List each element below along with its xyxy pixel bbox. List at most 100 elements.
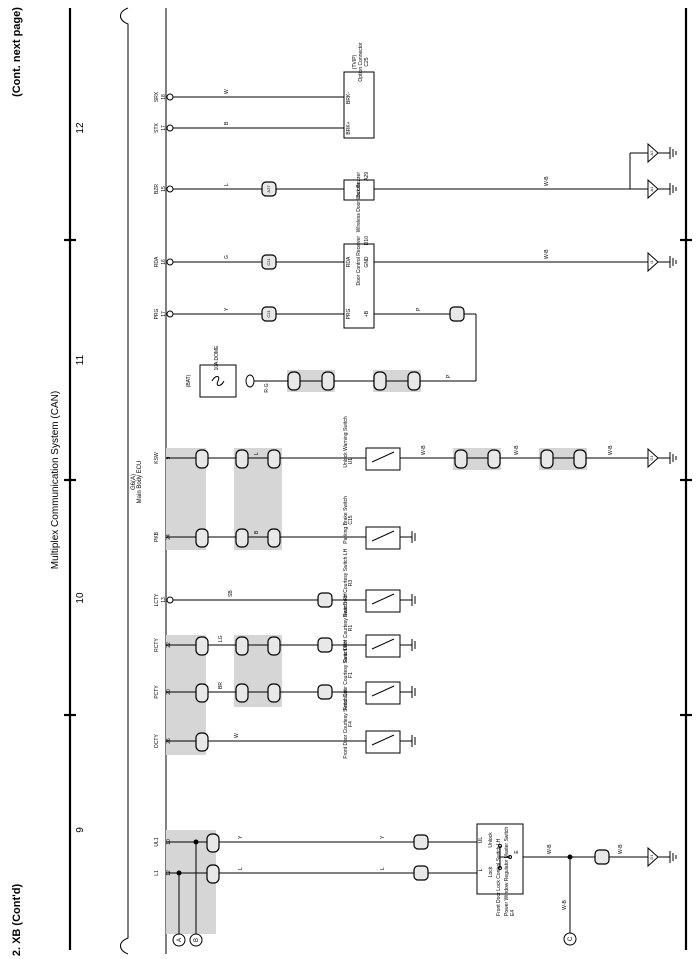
svg-text:I1: I1 xyxy=(649,260,654,264)
svg-text:A1: A1 xyxy=(649,186,654,192)
svg-text:UL1: UL1 xyxy=(154,837,160,846)
svg-text:B: B xyxy=(194,938,200,942)
a29-id: A29 xyxy=(364,172,370,181)
r3-id: R3 xyxy=(348,580,354,587)
wire-ul1-b: Y xyxy=(380,835,386,839)
dome-batt: (BAT) xyxy=(186,374,192,387)
svg-text:GND: GND xyxy=(364,256,370,268)
svg-text:PCTY: PCTY xyxy=(154,685,160,699)
wire-bzr-gnd: W-B xyxy=(544,176,550,186)
svg-text:G1: G1 xyxy=(649,455,654,461)
wire-dcty: W xyxy=(234,733,240,738)
wire-e-wb: W-B xyxy=(547,844,553,854)
wire-lcty: SB xyxy=(228,590,234,597)
wire-p: P xyxy=(446,374,452,378)
a29-name: Wireless Door Lock Buzzer xyxy=(356,172,362,233)
wire-pcty: BR xyxy=(218,682,224,689)
wire-ul1: Y xyxy=(238,835,244,839)
ecu-pin-rda: RDA 16 xyxy=(154,256,174,267)
svg-text:+B: +B xyxy=(364,310,370,317)
svg-text:PKB: PKB xyxy=(154,531,160,542)
svg-text:L1: L1 xyxy=(154,870,160,876)
svg-text:L: L xyxy=(478,868,484,871)
ecu-pin-lcty: LCTY 13 xyxy=(154,593,174,606)
svg-text:A2: A2 xyxy=(649,150,654,156)
svg-text:A: A xyxy=(177,938,183,942)
page-title: Multiplex Communication System (CAN) xyxy=(50,391,61,569)
door-control-receiver-d10 xyxy=(343,243,375,329)
wire-l1-b: L xyxy=(380,867,386,870)
wire-rcty: LG xyxy=(218,635,224,642)
svg-text:Lock: Lock xyxy=(488,866,494,877)
svg-text:DCTY: DCTY xyxy=(154,734,160,748)
wire-srx: W xyxy=(224,89,230,94)
wire-c-wb: W-B xyxy=(562,900,568,910)
column-10: 10 xyxy=(75,592,86,604)
svg-text:17: 17 xyxy=(161,125,167,131)
connector-b xyxy=(189,933,203,947)
svg-text:18: 18 xyxy=(161,94,167,100)
e4-sub: Front Door Lock Control Switch LH xyxy=(496,838,502,916)
svg-text:RDA: RDA xyxy=(346,256,352,267)
f1-name: Front Door Courtesy Switch RH xyxy=(343,640,349,710)
connector-c xyxy=(563,932,577,946)
svg-text:E: E xyxy=(514,850,520,854)
svg-text:KSW: KSW xyxy=(154,452,160,464)
svg-text:13: 13 xyxy=(161,597,167,603)
wire-ksw-wb3: W-B xyxy=(608,445,614,455)
ecu-pin-stx: STX 17 xyxy=(154,122,174,133)
svg-text:RCTY: RCTY xyxy=(154,638,160,652)
f4-name: Front Door Courtesy Switch LH xyxy=(343,689,349,759)
wire-ksw-wb2: W-B xyxy=(514,445,520,455)
svg-text:C21: C21 xyxy=(266,310,271,318)
wire-rda-gnd: W-B xyxy=(544,249,550,259)
svg-text:SRX: SRX xyxy=(154,91,160,102)
rear-door-courtesy-switch-lh xyxy=(365,589,401,613)
ecu-pin-prg: PRG 17 xyxy=(154,308,174,319)
svg-text:PRG: PRG xyxy=(154,308,160,319)
header-right: (Cont. next page) xyxy=(11,7,23,97)
r1-id: R1 xyxy=(348,625,354,632)
r1-name: Rear Door Courtesy Switch RH xyxy=(343,593,349,663)
wire-l1: L xyxy=(238,867,244,870)
column-12: 12 xyxy=(75,122,86,134)
svg-text:17: 17 xyxy=(161,311,167,317)
ecu-name: Main Body ECU xyxy=(137,461,143,504)
f1-id: F1 xyxy=(348,672,354,678)
c25-id: C25 xyxy=(364,57,370,66)
c25-name: Option Connector xyxy=(358,42,364,82)
wire-stx: B xyxy=(224,121,230,125)
svg-text:RDA: RDA xyxy=(154,256,160,267)
svg-text:C21: C21 xyxy=(266,258,271,266)
svg-text:BZR: BZR xyxy=(154,184,160,194)
r3-name: Rear Door Courtesy Switch LH xyxy=(343,548,349,617)
ecu-pin-srx: SRX 18 xyxy=(154,91,174,102)
svg-text:BRK-: BRK- xyxy=(346,92,352,104)
svg-text:A27: A27 xyxy=(266,185,271,193)
ecu-pin-bzr: BZR 15 xyxy=(154,184,174,194)
wire-rda: G xyxy=(224,255,230,259)
wire-ksw-wb1: W-B xyxy=(421,445,427,455)
svg-text:STX: STX xyxy=(154,122,160,132)
e4-name: Power Window Regulator Master Switch xyxy=(504,827,510,916)
unlock-warning-switch xyxy=(365,447,401,471)
dome-label: 10A DOME xyxy=(214,345,220,371)
svg-text:PRG: PRG xyxy=(346,308,352,319)
svg-text:D1: D1 xyxy=(649,854,654,860)
u1-name: Unlock Warning Switch xyxy=(343,416,349,467)
wire-ksw: L xyxy=(254,452,260,455)
wire-d1-wb: W-B xyxy=(618,844,624,854)
svg-text:C: C xyxy=(568,936,574,941)
d10-name: Door Control Receiver xyxy=(356,236,362,286)
rear-door-courtesy-switch-rh xyxy=(365,634,401,658)
wire-prg: Y xyxy=(224,307,230,311)
option-connector-c25 xyxy=(343,71,375,139)
c15-id: C15 xyxy=(348,515,354,524)
svg-text:16: 16 xyxy=(161,259,167,265)
c25-sub: (TVIP) xyxy=(352,54,358,69)
svg-text:LCTY: LCTY xyxy=(154,593,160,606)
svg-text:BRK+: BRK+ xyxy=(346,121,352,134)
wire-dome: R-G xyxy=(264,383,270,392)
wire-bzr: L xyxy=(224,183,230,186)
